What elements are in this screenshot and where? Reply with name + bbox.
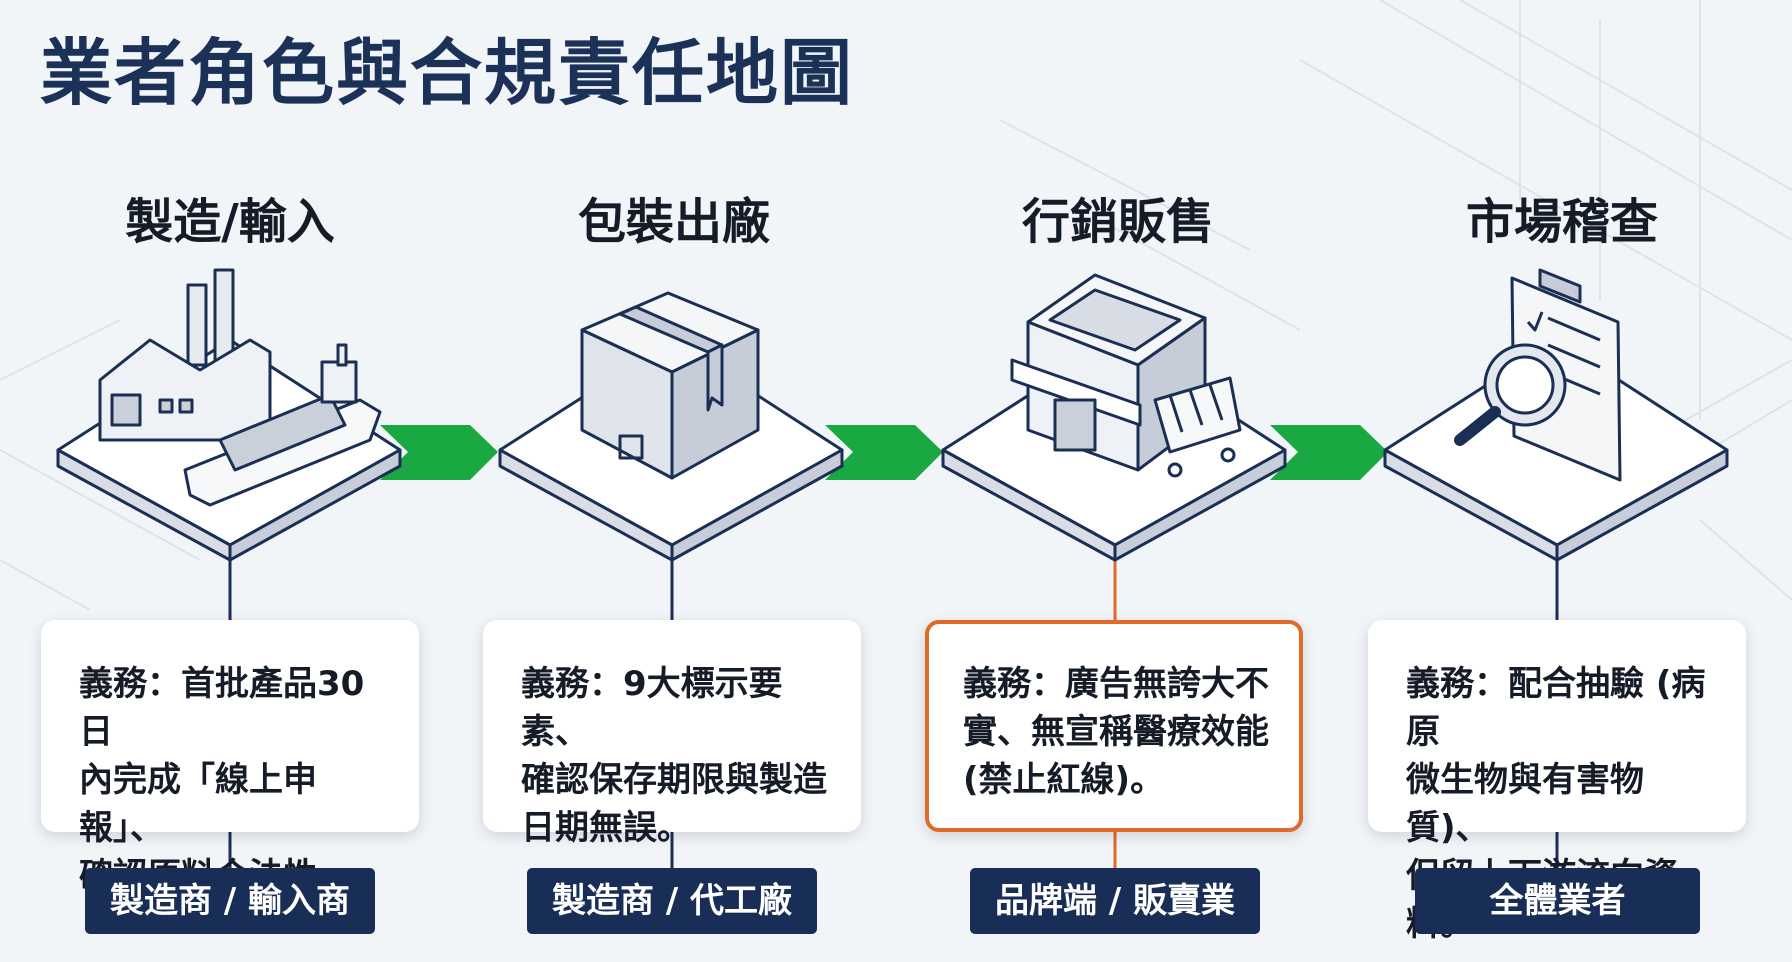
page-title: 業者角色與合規責任地圖 bbox=[40, 31, 855, 115]
store-cart-icon bbox=[1010, 273, 1242, 478]
role-badge-manufacture: 製造商 / 輸入商 bbox=[85, 868, 375, 934]
duty-card-inspection: 義務：配合抽驗 (病原 微生物與有害物質)、 保留上下游流向資料。 bbox=[1368, 620, 1746, 944]
flow-band bbox=[380, 425, 1388, 480]
duty-text-line: 義務：9大標示要素、 bbox=[521, 664, 783, 752]
duty-card-manufacture: 義務：首批產品30日 內完成「線上申報」、 確認原料合法性。 bbox=[41, 620, 419, 896]
package-box-icon bbox=[580, 291, 760, 480]
duty-text-line: 義務：首批產品30日 bbox=[79, 664, 365, 752]
duty-card-marketing: 義務：廣告無誇大不 實、無宣稱醫療效能 (禁止紅線)。 bbox=[925, 620, 1303, 832]
duty-text-line: 實、無宣稱醫療效能 bbox=[963, 712, 1269, 752]
role-badge-marketing: 品牌端 / 販賣業 bbox=[970, 868, 1260, 934]
role-badge-packaging: 製造商 / 代工廠 bbox=[527, 868, 817, 934]
duty-text-line: (禁止紅線)。 bbox=[963, 760, 1165, 800]
factory-ship-icon bbox=[98, 268, 382, 507]
role-badge-inspection: 全體業者 bbox=[1415, 868, 1700, 934]
stage-title-packaging: 包裝出廠 bbox=[577, 194, 770, 250]
duty-text-line: 義務：廣告無誇大不 bbox=[963, 664, 1269, 704]
stage-title-inspection: 市場稽查 bbox=[1465, 194, 1658, 250]
duty-text-line: 內完成「線上申報」、 bbox=[79, 760, 317, 848]
duty-text-line: 確認保存期限與製造 bbox=[521, 760, 827, 800]
duty-text-line: 微生物與有害物質)、 bbox=[1406, 760, 1644, 848]
stage-title-marketing: 行銷販售 bbox=[1021, 194, 1214, 250]
clipboard-magnifier-icon bbox=[1454, 268, 1622, 482]
duty-text-line: 義務：配合抽驗 (病原 bbox=[1406, 664, 1706, 752]
duty-card-packaging: 義務：9大標示要素、 確認保存期限與製造 日期無誤。 bbox=[483, 620, 861, 848]
stage-title-manufacture: 製造/輸入 bbox=[125, 194, 335, 250]
duty-text-line: 日期無誤。 bbox=[521, 808, 691, 848]
